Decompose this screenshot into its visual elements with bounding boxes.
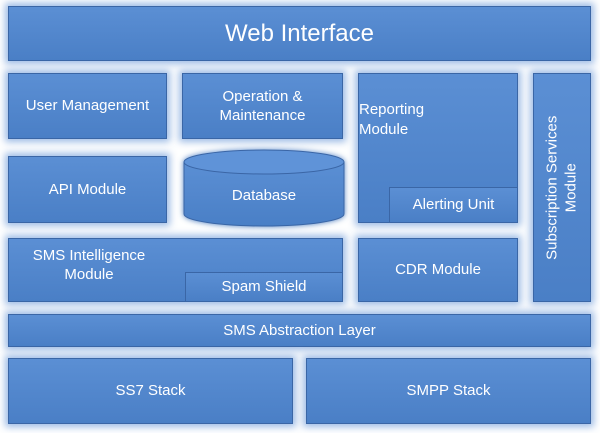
smpp-stack-block: SMPP Stack [306,358,591,424]
alerting-unit-label: Alerting Unit [412,196,495,214]
database-body [183,161,345,227]
cdr-module-label: CDR Module [395,261,481,279]
subscription-services-line-1: Subscription Services [543,115,561,260]
smpp-stack-label: SMPP Stack [406,382,491,400]
spam-shield-label: Spam Shield [221,278,307,296]
operation-maintenance-block: Operation & Maintenance [182,73,343,139]
reporting-module-block: Reporting Module Alerting Unit [358,73,518,223]
spam-shield-block: Spam Shield [185,272,343,302]
sms-abstraction-layer-block: SMS Abstraction Layer [8,314,591,347]
database-label: Database [232,187,296,204]
database-cylinder: Database [183,149,345,227]
api-module-label: API Module [48,180,127,198]
reporting-module-line-2: Module [359,120,409,138]
web-interface-block: Web Interface [8,6,591,61]
ss7-stack-block: SS7 Stack [8,358,293,424]
user-management-label: User Management [25,97,150,115]
subscription-services-text: Subscription Services Module [543,115,581,259]
sms-intelligence-line-1: SMS Intelligence [32,246,146,264]
api-module-block: API Module [8,156,167,223]
ss7-stack-label: SS7 Stack [115,382,186,400]
sms-abstraction-layer-label: SMS Abstraction Layer [223,321,376,339]
cdr-module-block: CDR Module [358,238,518,302]
web-interface-label: Web Interface [225,19,374,47]
sms-intelligence-block: SMS Intelligence Module Spam Shield [8,238,343,302]
user-management-block: User Management [8,73,167,139]
database-top [183,149,345,175]
sms-intelligence-line-2: Module [64,266,114,283]
subscription-services-block: Subscription Services Module [533,73,591,302]
sms-intelligence-text: SMS Intelligence Module [9,246,169,285]
operation-maintenance-line-2: Maintenance [219,107,306,124]
operation-maintenance-line-1: Operation & [222,87,303,105]
alerting-unit-block: Alerting Unit [389,187,518,223]
reporting-module-line-1: Reporting [359,101,425,118]
subscription-services-line-2: Module [562,162,580,213]
